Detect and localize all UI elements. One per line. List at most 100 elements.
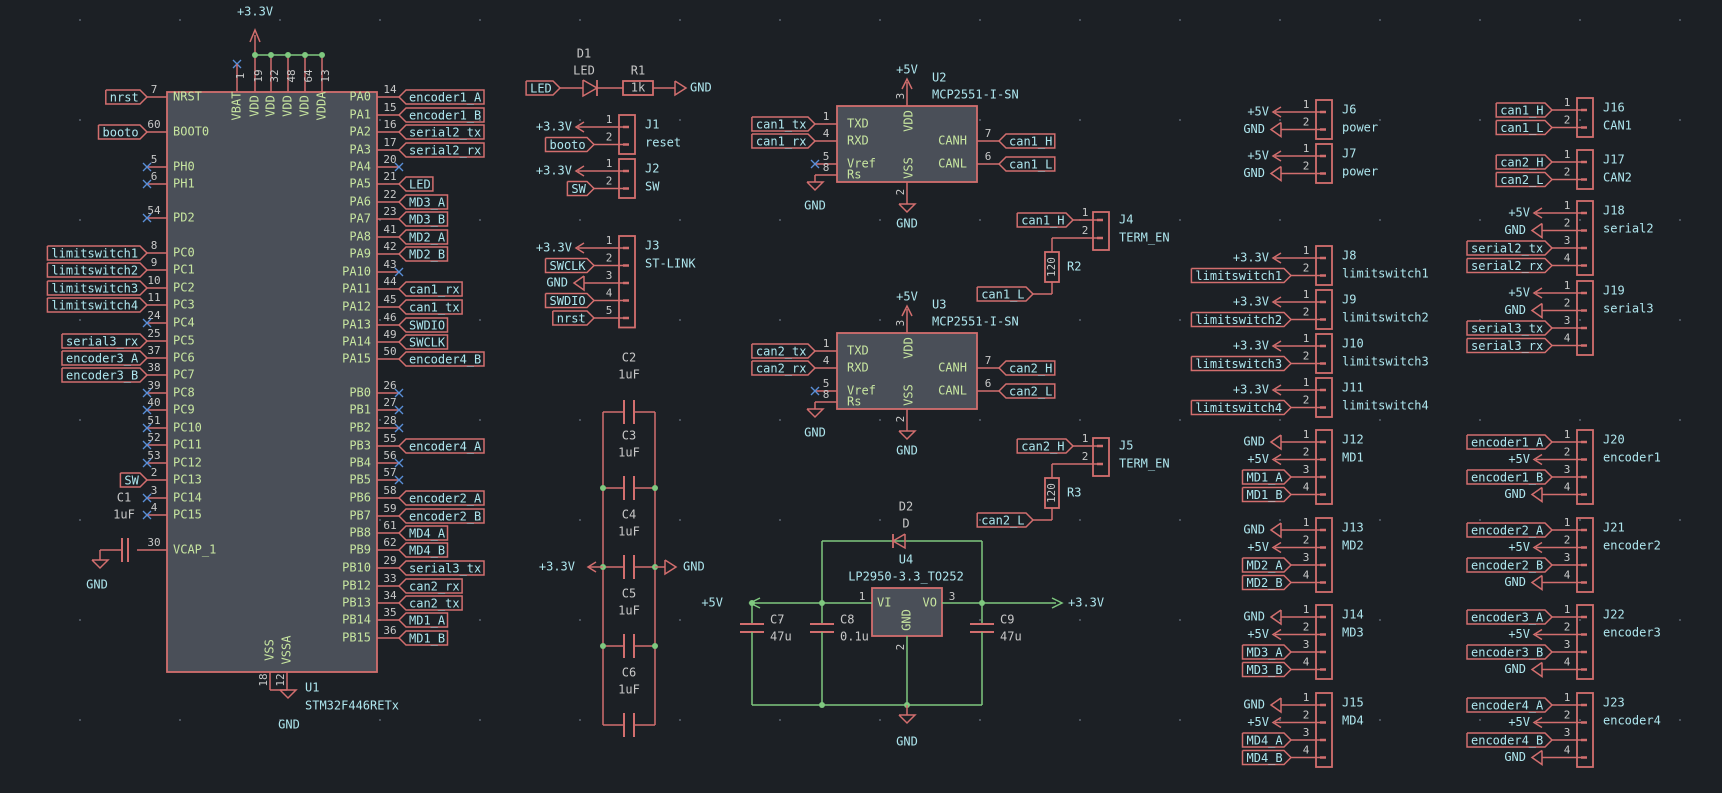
pin-number: 13: [319, 69, 332, 82]
pin-number: 27: [383, 396, 396, 409]
pin-name: PA1: [349, 108, 371, 122]
power-label: +3.3V: [536, 120, 572, 134]
net-label-booto: [544, 136, 596, 153]
net-label-text: serial3_tx: [409, 562, 481, 576]
net-label-text: LED: [530, 82, 552, 96]
pin-name: RXD: [847, 361, 869, 375]
grid-dot: [679, 519, 681, 521]
net-label-can2_H: [998, 360, 1056, 376]
grid-dot: [1079, 19, 1081, 21]
ground-icon: [572, 275, 585, 292]
net-label-encoder4_A: [1466, 697, 1554, 713]
connector-body: [618, 114, 636, 155]
ground-icon: [898, 714, 917, 725]
pin-name: VSS: [902, 157, 916, 179]
grid-dot: [579, 719, 581, 721]
pin-number: 7: [151, 83, 158, 96]
junction-dot: [319, 52, 325, 58]
net-label-MD2_B: [398, 246, 449, 262]
net-label-text: limitswitch3: [51, 282, 138, 296]
net-label-text: serial2_tx: [409, 126, 481, 140]
connector-value: limitswitch4: [1342, 399, 1429, 413]
pin-name: PB7: [349, 509, 371, 523]
grid-dot: [379, 719, 381, 721]
net-label-text: MD3_B: [409, 213, 445, 227]
connector-ref: J15: [1342, 696, 1364, 710]
pin-number: 19: [252, 69, 265, 82]
net-label-text: SWCLK: [409, 336, 446, 350]
pin-name: PA12: [342, 300, 371, 314]
pin-number: 2: [1564, 166, 1571, 179]
net-label-text: MD3_A: [409, 196, 446, 210]
net-label-MD2_A: [398, 229, 449, 245]
net-label-MD4_B: [1241, 749, 1293, 766]
net-label-limitswitch3: [46, 280, 149, 296]
net-label-serial2_rx: [398, 142, 485, 158]
net-label-text: MD2_A: [409, 231, 446, 245]
connector-body: [1315, 245, 1333, 286]
connector-value: CAN2: [1603, 171, 1632, 185]
connector-ref: J3: [645, 239, 659, 253]
pin-number: 4: [823, 354, 830, 367]
net-label-text: can1_H: [1021, 214, 1064, 228]
net-label-can2_L: [1495, 171, 1554, 188]
grid-dot: [1079, 519, 1081, 521]
net-label-can1_rx: [751, 133, 817, 149]
pin-number: 6: [985, 377, 992, 390]
net-label-can2_H: [1016, 438, 1075, 454]
net-label-can1_H: [998, 133, 1056, 149]
pin-name: PB12: [342, 579, 371, 593]
pin-name: PB9: [349, 543, 371, 557]
pin-number: 44: [383, 275, 397, 288]
pin-name: BOOT0: [173, 125, 209, 139]
pin-name: PA5: [349, 177, 371, 191]
pin-name: VDD: [281, 95, 295, 117]
net-label-text: can2_tx: [409, 597, 460, 611]
net-label-text: encoder3_B: [66, 369, 138, 383]
power-label: +5V: [1247, 149, 1269, 163]
junction-dot: [302, 52, 308, 58]
pin-number: 10: [147, 274, 160, 287]
pin-number: 4: [606, 287, 613, 300]
grid-dot: [1579, 119, 1581, 121]
pin-number: 18: [257, 673, 270, 686]
pin-name: PA8: [349, 230, 371, 244]
net-label-text: encoder1_A: [409, 91, 482, 105]
net-label-text: can1_L: [1009, 158, 1052, 172]
grid-dot: [79, 719, 81, 721]
pin-number: 3: [151, 484, 158, 497]
pin-name: PC5: [173, 334, 195, 348]
connector-body: [1315, 429, 1333, 505]
junction-dot: [600, 485, 606, 491]
grid-dot: [79, 419, 81, 421]
grid-dot: [1179, 419, 1181, 421]
net-label-can2_H: [1495, 154, 1554, 170]
d2-ref: D2: [899, 500, 913, 514]
net-label-text: serial3_rx: [66, 335, 138, 349]
power-arrow-icon: [1271, 541, 1282, 554]
grid-dot: [579, 119, 581, 121]
gnd-label: GND: [278, 718, 300, 732]
connector-ref: J2: [645, 162, 659, 176]
ground-icon: [1530, 749, 1543, 766]
grid-dot: [479, 719, 481, 721]
net-label-text: can2_L: [1500, 173, 1543, 187]
net-label-limitswitch1: [1190, 267, 1293, 284]
pin-name: Vref: [847, 157, 876, 171]
cap-ref: C5: [622, 587, 636, 601]
cap-value: 0.1u: [840, 630, 869, 644]
net-label-encoder1_B: [1466, 469, 1554, 485]
connector-value: limitswitch3: [1342, 355, 1429, 369]
net-label-text: MD1_B: [1247, 488, 1283, 502]
net-label-MD1_A: [398, 612, 449, 628]
pin-number: 38: [147, 361, 160, 374]
pin-name: PA11: [342, 282, 371, 296]
connector-value: SW: [645, 180, 660, 194]
pin-number: 4: [1303, 744, 1310, 757]
net-label-text: serial2_tx: [1471, 242, 1543, 256]
pin-name: VDDA: [315, 91, 329, 121]
transceiver-value: MCP2551-I-SN: [932, 88, 1019, 102]
grid-dot: [779, 19, 781, 21]
net-label-text: MD1_B: [409, 632, 445, 646]
pin-name: PB8: [349, 526, 371, 540]
